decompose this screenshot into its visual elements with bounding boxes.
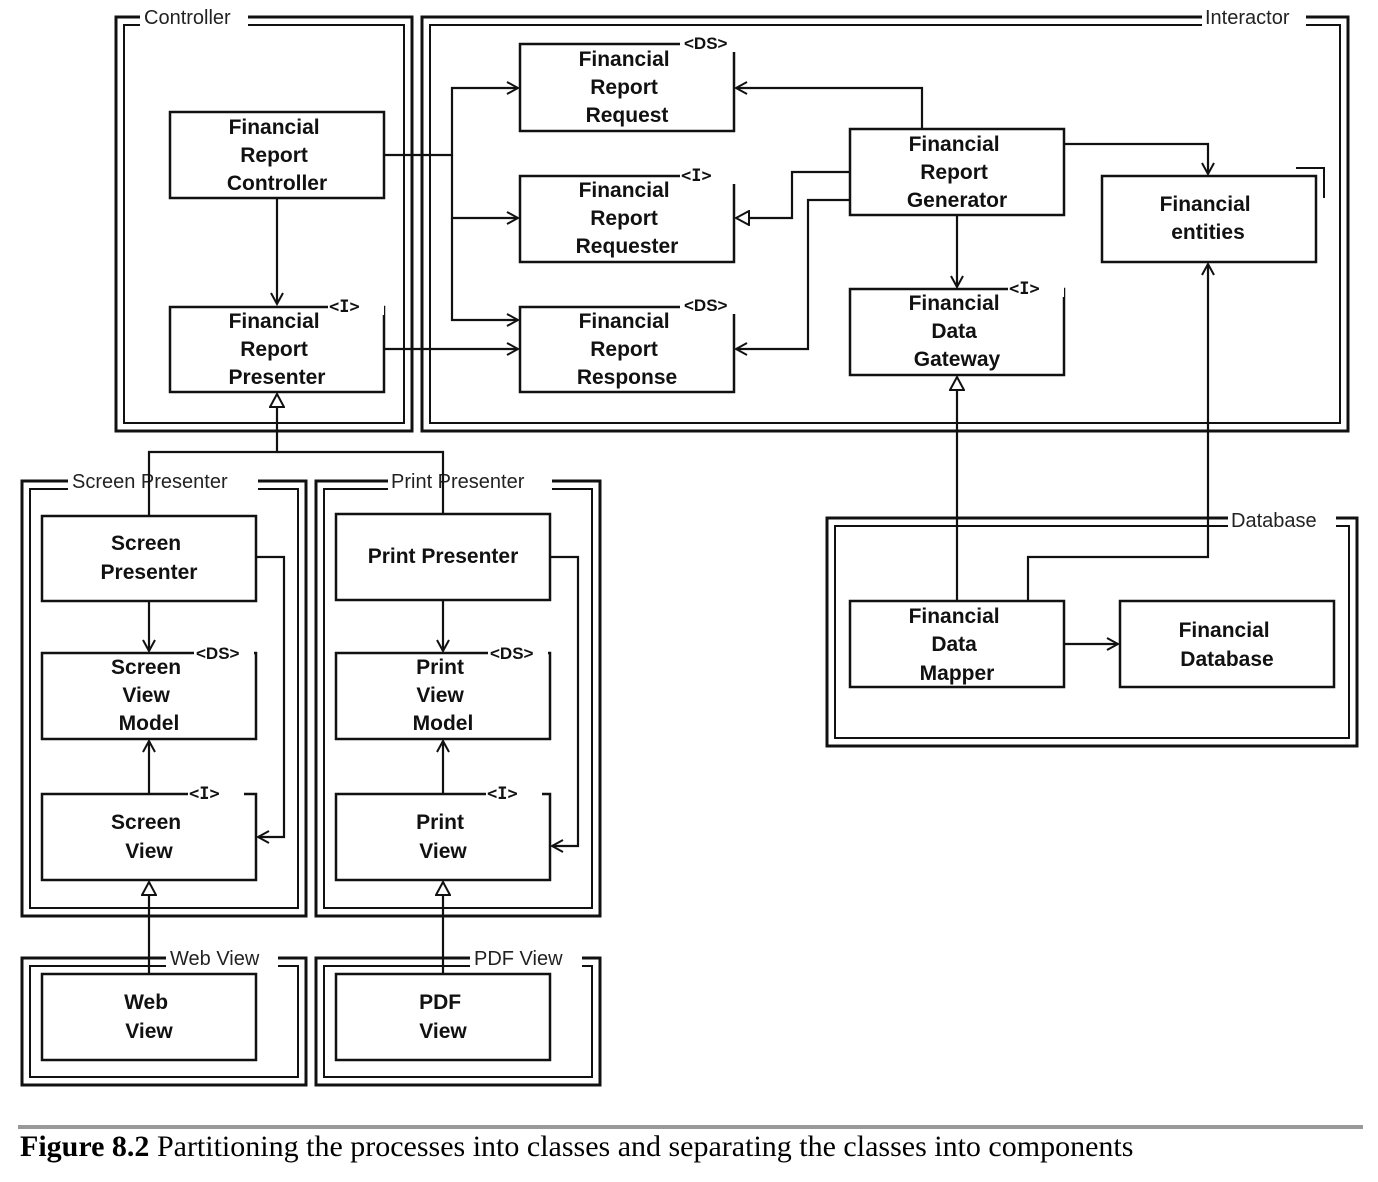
interface-stereotype-requester: <I> bbox=[681, 166, 712, 186]
caption-divider bbox=[18, 1125, 1363, 1129]
class-box-print-view bbox=[334, 792, 552, 882]
class-box-financial-data-mapper bbox=[848, 599, 1066, 689]
financial-report-controller-name: Financial Report Controller bbox=[227, 116, 327, 195]
component-diagram: Controller Interactor Screen Presenter P… bbox=[20, 6, 1359, 1087]
financial-data-gateway-name: Financial Data Gateway bbox=[909, 292, 1006, 371]
web-view-label: Web View bbox=[170, 948, 260, 970]
interactor-component-frame bbox=[420, 15, 1350, 433]
class-box-print-view-model bbox=[334, 651, 552, 741]
interface-stereotype-gateway: <I> bbox=[1009, 279, 1040, 299]
class-box-financial-database bbox=[1118, 599, 1336, 689]
pdf-view-component-frame bbox=[314, 956, 602, 1087]
financial-report-response-name: Financial Report Response bbox=[577, 310, 677, 389]
class-box-financial-report-response bbox=[518, 305, 736, 394]
class-box-financial-report-requester bbox=[518, 174, 736, 264]
screen-view-model-name: Screen View Model bbox=[111, 656, 187, 735]
class-box-financial-report-presenter bbox=[168, 305, 386, 394]
figure-number: Figure 8.2 bbox=[20, 1130, 150, 1163]
web-view-component-frame bbox=[20, 956, 308, 1087]
financial-entities-name: Financial entities bbox=[1160, 193, 1257, 244]
ds-stereotype-print-view-model: <DS> bbox=[490, 644, 534, 663]
print-presenter-label: Print Presenter bbox=[391, 471, 525, 493]
print-view-model-name: Print View Model bbox=[413, 656, 474, 735]
class-box-screen-view-model bbox=[40, 651, 258, 741]
financial-report-request-name: Financial Report Request bbox=[579, 48, 676, 127]
interface-stereotype-screen-view: <I> bbox=[189, 784, 220, 804]
screen-presenter-name: Screen Presenter bbox=[101, 532, 198, 584]
class-box-web-view bbox=[40, 972, 258, 1062]
web-view-name: Web View bbox=[124, 991, 174, 1043]
pdf-view-label: PDF View bbox=[474, 948, 563, 970]
controller-label: Controller bbox=[144, 7, 231, 29]
class-box-financial-data-gateway bbox=[848, 287, 1066, 377]
class-box-screen-presenter bbox=[40, 514, 258, 603]
interactor-label: Interactor bbox=[1205, 7, 1290, 29]
print-presenter-name: Print Presenter bbox=[368, 545, 519, 568]
figure-caption-text: Partitioning the processes into classes … bbox=[156, 1130, 1134, 1163]
ds-stereotype-screen-view-model: <DS> bbox=[196, 644, 240, 663]
class-box-financial-report-request bbox=[518, 42, 736, 133]
controller-component-frame bbox=[114, 15, 414, 433]
ds-stereotype-request: <DS> bbox=[684, 34, 728, 53]
financial-report-generator-name: Financial Report Generator bbox=[907, 133, 1007, 212]
class-box-screen-view bbox=[40, 792, 258, 882]
financial-data-mapper-name: Financial Data Mapper bbox=[909, 605, 1006, 685]
interface-stereotype-print-view: <I> bbox=[487, 784, 518, 804]
pdf-view-name: PDF View bbox=[419, 991, 467, 1043]
financial-report-presenter-name: Financial Report Presenter bbox=[229, 310, 326, 389]
screen-view-name: Screen View bbox=[111, 811, 187, 863]
class-box-financial-entities bbox=[1100, 174, 1318, 264]
class-box-pdf-view bbox=[334, 972, 552, 1062]
interface-stereotype-presenter: <I> bbox=[329, 297, 360, 317]
database-label: Database bbox=[1231, 510, 1317, 532]
database-component-frame bbox=[825, 516, 1359, 748]
ds-stereotype-response: <DS> bbox=[684, 296, 728, 315]
figure-caption: Figure 8.2 Partitioning the processes in… bbox=[20, 1130, 1360, 1164]
class-box-print-presenter bbox=[334, 512, 552, 602]
print-view-name: Print View bbox=[416, 811, 470, 863]
financial-report-requester-name: Financial Report Requester bbox=[576, 179, 679, 258]
financial-database-name: Financial Database bbox=[1179, 619, 1276, 671]
class-box-financial-report-generator bbox=[848, 127, 1066, 217]
